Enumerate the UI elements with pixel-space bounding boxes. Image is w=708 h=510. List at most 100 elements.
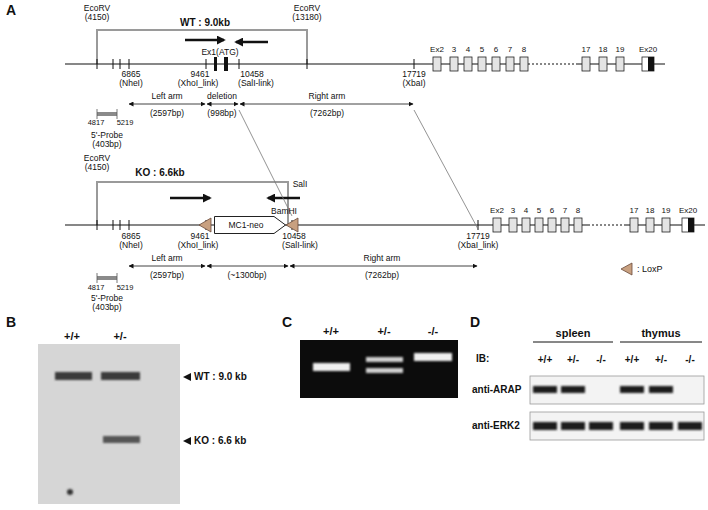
site-label: (4150): [85, 13, 110, 22]
exon-label: 6: [494, 46, 498, 54]
lane-label: +/-: [113, 331, 126, 342]
genomic-line-gap: [528, 63, 578, 64]
protein-band: [678, 422, 702, 430]
exon-box: [642, 57, 654, 71]
site-label: (XhoI_link): [178, 79, 219, 88]
fragment-size: KO : 6.6kb: [135, 168, 184, 178]
arm-label: Left arm: [151, 254, 182, 263]
panel-letter: A: [6, 3, 16, 17]
exon-label: 8: [522, 46, 526, 54]
site-label: (13180): [292, 13, 321, 22]
tissue-label: spleen: [556, 328, 591, 339]
lane-label: -/-: [596, 355, 605, 365]
arm-label: Right arm: [364, 254, 401, 263]
site-label: (XbaI_link): [458, 241, 499, 250]
blot-band: [55, 372, 92, 380]
lane-label: -/-: [428, 326, 438, 337]
blot-spot: [67, 489, 73, 495]
exon-label: 17: [582, 46, 591, 54]
arm-span: [207, 104, 238, 105]
exon-box: [662, 218, 670, 232]
pcr-gel: [300, 340, 458, 398]
site-label: 6865: [122, 232, 141, 241]
coordinate: 4817: [88, 119, 105, 127]
arm-label: Left arm: [151, 92, 182, 101]
exon-box: [535, 218, 543, 232]
gel-band: [366, 357, 403, 362]
protein-band: [649, 386, 673, 393]
tissue-underline: [533, 342, 613, 343]
exon-box: [493, 218, 501, 232]
antibody-label: anti-ARAP: [472, 385, 521, 395]
lane-label: +/+: [538, 355, 552, 365]
site-label: 6865: [122, 70, 141, 79]
arm-label: (7262bp): [310, 109, 344, 118]
site-label: (4150): [85, 163, 110, 172]
blot-strip: [530, 376, 704, 404]
protein-band: [561, 422, 585, 430]
tissue-label: thymus: [641, 328, 680, 339]
protein-band: [620, 422, 644, 430]
western-blot: [530, 342, 704, 440]
band-pointer: [183, 373, 191, 381]
arm-label: (7262bp): [365, 271, 399, 280]
gene-map: [65, 182, 705, 283]
exon-box: [682, 218, 694, 232]
probe-bar: [97, 112, 117, 116]
antibody-label: anti-ERK2: [472, 421, 520, 431]
probe-bar: [97, 276, 117, 280]
fragment-size: WT : 9.0kb: [180, 18, 230, 28]
site-tick: [113, 59, 114, 69]
probe-label: 5'-Probe: [91, 131, 123, 140]
site-tick: [129, 59, 130, 69]
primer-arrow: [170, 197, 210, 200]
lane-label: +/-: [567, 355, 579, 365]
site-label: (NheI): [119, 79, 143, 88]
exon-box: [582, 57, 590, 71]
genomic-line: [65, 63, 528, 64]
southern-blot: [38, 344, 191, 504]
lane-label: +/+: [64, 331, 80, 342]
loxp-site: [286, 218, 298, 232]
alignment-line: [239, 110, 292, 216]
legend-text: : LoxP: [637, 264, 663, 274]
protein-band: [561, 386, 585, 393]
coordinate: 4817: [88, 284, 105, 292]
site-tick: [97, 59, 98, 69]
panel-letter: B: [6, 315, 16, 329]
exon-label: 5: [480, 46, 484, 54]
exon-label: 4: [466, 46, 470, 54]
exon-label: 5: [537, 207, 541, 215]
site-label: EcoRV: [84, 154, 110, 163]
exon-label: Ex2: [490, 207, 504, 215]
exon-label: 6: [550, 207, 554, 215]
probe-tick: [97, 109, 98, 119]
blot-label: IB:: [476, 354, 489, 364]
site-label: EcoRV: [84, 4, 110, 13]
exon-label: 4: [524, 207, 528, 215]
exon-box: [599, 57, 607, 71]
lane-label: +/-: [377, 326, 390, 337]
loxp-site: [199, 218, 211, 232]
exon-box: [450, 57, 458, 71]
probe-label: (403bp): [92, 303, 121, 312]
site-label: (SalI-link): [282, 241, 318, 250]
probe-tick: [117, 273, 118, 283]
exon-box: [464, 57, 472, 71]
arm-label: deletion: [207, 92, 237, 101]
site-label: 17719: [466, 232, 490, 241]
site-label: (XhoI_link): [178, 241, 219, 250]
gel-background: [300, 340, 458, 398]
site-label: 9461: [191, 232, 210, 241]
coordinate: 5219: [117, 119, 134, 127]
blot-strip: [530, 412, 704, 440]
band-pointer: [183, 437, 191, 445]
exon-label: 8: [576, 207, 580, 215]
exon-box: [492, 57, 500, 71]
exon-box: [548, 218, 556, 232]
site-label: 10458: [282, 232, 306, 241]
exon-label: 18: [646, 207, 655, 215]
arm-label: Right arm: [309, 92, 346, 101]
exon1-mark: [224, 57, 228, 71]
